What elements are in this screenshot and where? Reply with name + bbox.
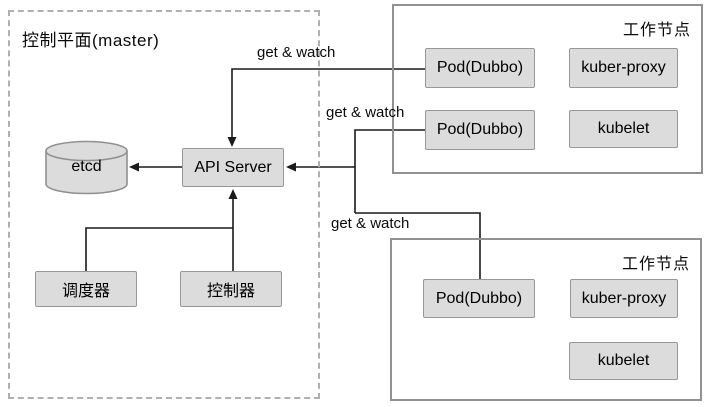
worker-node-1-title: 工作节点 <box>622 22 691 39</box>
edge-scheduler-branch <box>85 227 233 271</box>
controller-node: 控制器 <box>180 271 282 307</box>
edge-pod3-to-junction <box>355 212 481 279</box>
scheduler-node: 调度器 <box>35 271 137 307</box>
edge-pod2-to-junction <box>354 129 425 213</box>
worker2-kube-proxy-node: kuber-proxy <box>570 279 678 318</box>
arrowhead-up-apiserver-bottom-icon <box>228 189 238 199</box>
worker1-kubelet-node: kubelet <box>569 110 678 148</box>
control-plane-title: 控制平面(master) <box>22 31 160 50</box>
edge-label-get-watch-3: get & watch <box>331 215 410 232</box>
edge-pod1-to-apiserver <box>231 68 425 140</box>
api-server-node: API Server <box>182 148 284 187</box>
worker2-kubelet-node: kubelet <box>569 342 678 380</box>
worker-node-2-container: 工作节点 <box>390 238 702 401</box>
arrowhead-left-apiserver-right-icon <box>286 162 296 172</box>
worker2-pod-dubbo-node: Pod(Dubbo) <box>423 279 535 318</box>
worker1-kube-proxy-node: kuber-proxy <box>569 48 678 88</box>
worker-node-1-container: 工作节点 <box>392 4 703 174</box>
arrowhead-left-etcd-icon <box>129 162 139 172</box>
worker-node-2-title: 工作节点 <box>621 256 690 273</box>
edge-label-get-watch-1: get & watch <box>257 44 336 61</box>
worker1-pod-dubbo-1-node: Pod(Dubbo) <box>425 48 535 88</box>
control-plane-container <box>8 10 320 399</box>
etcd-cylinder-icon <box>45 140 128 195</box>
edge-label-get-watch-2: get & watch <box>326 104 405 121</box>
etcd-label: etcd <box>71 158 102 175</box>
worker1-pod-dubbo-2-node: Pod(Dubbo) <box>425 110 535 150</box>
arrowhead-down-apiserver-top-icon <box>227 137 237 147</box>
